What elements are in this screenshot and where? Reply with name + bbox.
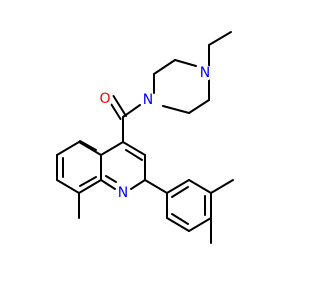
bond-c-namide: [122, 104, 141, 118]
bond-ar-1: [166, 179, 190, 194]
bond-n1-c8a-inner: [105, 175, 117, 183]
bond-c4-c3-inner: [125, 149, 143, 161]
bond-c2-aryl: [144, 179, 168, 194]
bond-c4a-c5: [78, 141, 102, 156]
bond-ar-1-inner: [171, 186, 189, 198]
atom-label-n-quinoline: N: [118, 185, 128, 201]
atom-label-n-ethyl: N: [200, 65, 210, 81]
atom-labels: O N N N: [97, 65, 213, 201]
bond-n1-c8a: [100, 179, 116, 190]
bond-pip-5: [188, 99, 210, 114]
bond-ar-4: [188, 217, 212, 232]
bond-ar-2: [188, 179, 212, 194]
bond-c4-c3: [122, 141, 146, 156]
bond-co-2: [112, 95, 127, 117]
atom-label-o: O: [99, 91, 110, 107]
bond-ar-5-inner: [171, 213, 189, 225]
bond-ar-5: [166, 217, 190, 232]
bond-c8-c8a-inner: [79, 176, 97, 187]
bond-c5-c6: [56, 141, 80, 156]
bond-c2-n1: [130, 179, 146, 190]
bond-ethyl-2: [208, 31, 232, 46]
bond-pip-3: [174, 59, 197, 67]
amide-nitrogen-atom: N: [140, 92, 156, 108]
bond-pip-2: [153, 59, 176, 75]
oxygen-atom: O: [97, 91, 113, 107]
bond-c7-c8: [56, 179, 80, 194]
atom-label-n-amide: N: [143, 92, 153, 108]
bond-c8-c8a: [78, 179, 102, 194]
quinoline-nitrogen-atom: N: [115, 185, 131, 201]
bonds: [56, 31, 234, 244]
ethyl-nitrogen-atom: N: [197, 65, 213, 81]
bond-pip-6: [162, 105, 190, 114]
bond-c4-c4a: [100, 141, 124, 156]
bond-c4a-c5-inner: [79, 140, 97, 151]
bond-ar-methyl-para: [210, 179, 234, 194]
molecule-structure: O N N N: [56, 31, 234, 244]
